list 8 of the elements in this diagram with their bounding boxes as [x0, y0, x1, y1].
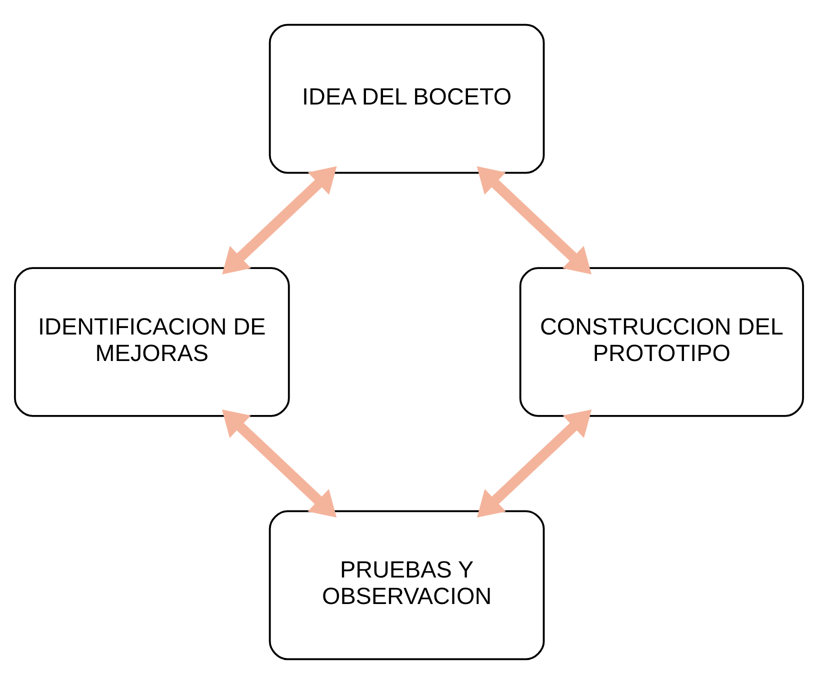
arrow: [221, 408, 336, 518]
arrow: [222, 166, 336, 274]
arrow: [476, 166, 591, 274]
node-box: IDENTIFICACION DE MEJORAS: [14, 266, 290, 416]
arrow: [476, 408, 592, 518]
node-box: IDEA DEL BOCETO: [268, 23, 544, 174]
node-box: CONSTRUCCION DEL PROTOTIPO: [518, 266, 804, 416]
node-box: PRUEBAS Y OBSERVACION: [268, 510, 544, 660]
